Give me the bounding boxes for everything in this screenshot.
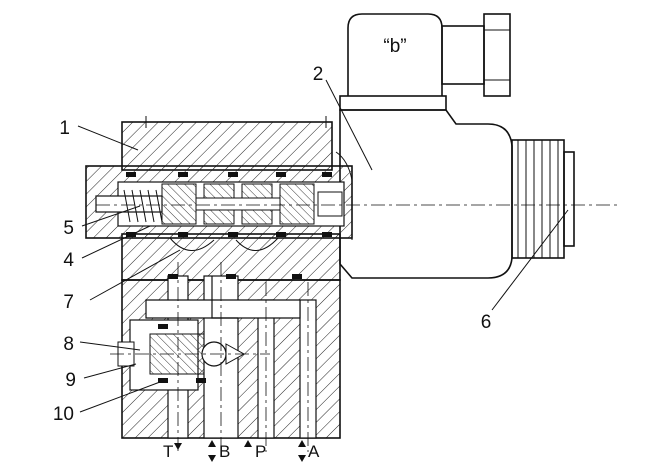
leader-lines bbox=[77, 79, 569, 413]
callout-10: 9 bbox=[65, 370, 76, 391]
callout-9: 10 bbox=[53, 404, 74, 425]
callout-6: 6 bbox=[481, 312, 492, 333]
callout-8: 8 bbox=[63, 334, 74, 355]
centre-lines bbox=[96, 204, 620, 452]
callout-5: 5 bbox=[63, 218, 74, 239]
port-label-p: P bbox=[255, 442, 266, 461]
main-valve-body bbox=[117, 274, 341, 439]
spool-assembly bbox=[95, 172, 345, 251]
callout-2: 2 bbox=[313, 64, 324, 85]
callout-7: 7 bbox=[63, 292, 74, 313]
callout-4: 4 bbox=[63, 250, 74, 271]
port-label-a: A bbox=[308, 442, 320, 461]
port-arrows bbox=[174, 440, 306, 462]
callout-1: 1 bbox=[59, 118, 70, 139]
solenoid-marker-label: “b” bbox=[383, 36, 406, 57]
port-label-b: B bbox=[219, 442, 230, 461]
port-label-t: T bbox=[163, 442, 173, 461]
connector-plug bbox=[339, 13, 511, 111]
solenoid-coil bbox=[335, 109, 575, 279]
